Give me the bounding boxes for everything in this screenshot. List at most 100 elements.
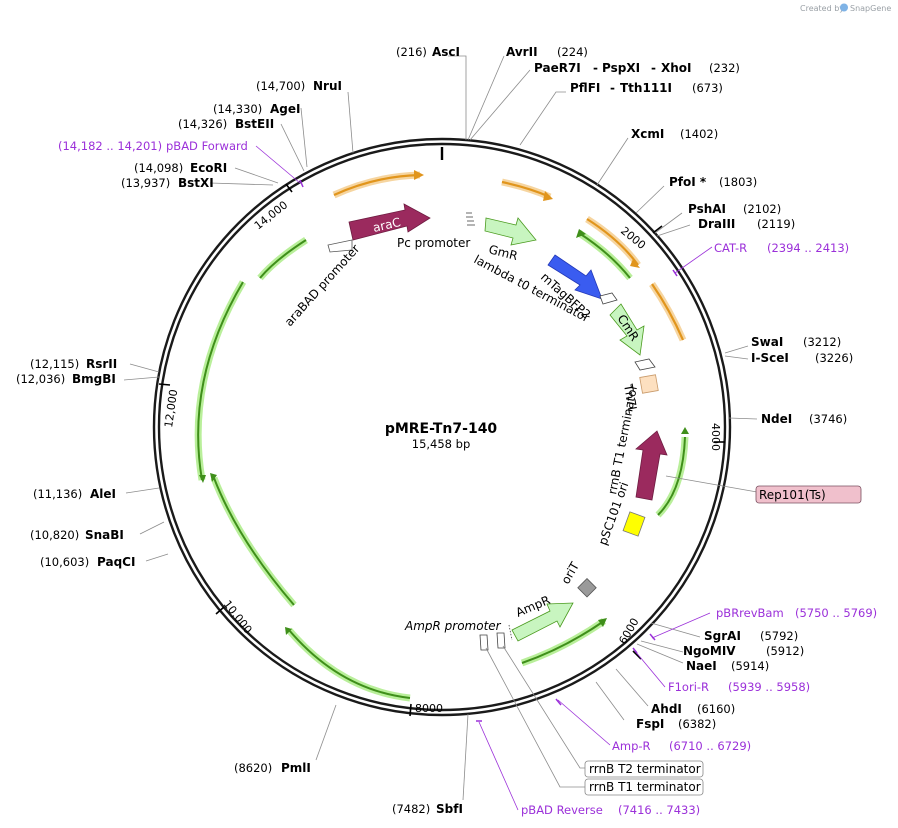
site-draiii-pos: (2119) xyxy=(757,217,795,231)
primer-f1ori-r-name[interactable]: F1ori-R xyxy=(668,680,709,694)
primer-marks xyxy=(299,179,678,722)
backbone-inner-ring xyxy=(157,142,727,712)
site-ascI-pos: (216) xyxy=(396,45,427,59)
rrnb-t2-feature[interactable] xyxy=(496,632,506,649)
site-agei-name[interactable]: AgeI xyxy=(270,102,300,116)
site-sep-3: - xyxy=(610,81,615,95)
site-naei-pos: (5914) xyxy=(731,659,769,673)
site-rsrii-name[interactable]: RsrII xyxy=(86,357,117,371)
gmr-feature[interactable] xyxy=(484,217,537,246)
site-fspi-name[interactable]: FspI xyxy=(636,717,664,731)
orit-feature[interactable] xyxy=(577,577,597,598)
site-swai-pos: (3212) xyxy=(803,335,841,349)
primer-pbad-reverse-name[interactable]: pBAD Reverse xyxy=(521,803,603,817)
rrnb-t2-label-box[interactable] xyxy=(584,760,704,778)
primer-pbad-forward-range: (14,182 .. 14,201) xyxy=(58,139,162,153)
site-pshai-name[interactable]: PshAI xyxy=(688,202,726,216)
mtagbfp2-feature[interactable] xyxy=(547,254,603,300)
rep101-label-box[interactable] xyxy=(755,485,862,504)
arac-label: araC xyxy=(372,215,402,235)
green-arcs xyxy=(194,229,689,702)
plasmid-length: 15,458 bp xyxy=(412,437,471,451)
rrnb-t1-feature[interactable] xyxy=(479,634,489,651)
site-avrII-name[interactable]: AvrII xyxy=(506,45,538,59)
snapgene-logo-icon xyxy=(840,3,848,12)
green-arc-bottom xyxy=(288,629,411,699)
feature-arc-halo xyxy=(332,171,421,199)
site-bstxi-name[interactable]: BstXI xyxy=(178,176,214,190)
arabad-promoter-feature[interactable] xyxy=(327,239,353,253)
site-pfoi-name[interactable]: PfoI * xyxy=(669,175,707,189)
green-arc-amp-arrow xyxy=(598,618,607,627)
site-snabi-name[interactable]: SnaBI xyxy=(85,528,124,542)
rrnb-t1-label-box[interactable] xyxy=(584,778,704,796)
credit-brand: SnapGene xyxy=(850,4,891,13)
site-sgrai-name[interactable]: SgrAI xyxy=(704,629,741,643)
pc-promoter-feature[interactable] xyxy=(466,212,475,226)
cmr-feature[interactable] xyxy=(609,303,645,356)
site-ascI-name[interactable]: AscI xyxy=(432,45,460,59)
site-ndei-pos: (3746) xyxy=(809,412,847,426)
site-alei-name[interactable]: AleI xyxy=(90,487,116,501)
site-swai-name[interactable]: SwaI xyxy=(751,335,783,349)
site-labels: (216) AscI AvrII (224) PaeR7I - PspXI - … xyxy=(16,45,853,816)
tn7l-label: Tn7L xyxy=(621,382,640,415)
site-xcmi-name[interactable]: XcmI xyxy=(631,127,664,141)
tick-label-8000: 8000 xyxy=(415,702,443,715)
site-sbfi-name[interactable]: SbfI xyxy=(436,802,463,816)
site-xcmi-pos: (1402) xyxy=(680,127,718,141)
site-bmgbi-name[interactable]: BmgBI xyxy=(72,372,116,386)
site-pspxi-name[interactable]: PspXI xyxy=(602,61,640,75)
primer-cat-r-range: (2394 .. 2413) xyxy=(767,241,849,255)
site-nrui-name[interactable]: NruI xyxy=(313,79,342,93)
site-paer7i-name[interactable]: PaeR7I xyxy=(534,61,581,75)
primer-pbad-forward-name[interactable]: pBAD Forward xyxy=(166,139,248,153)
site-ecori-name[interactable]: EcoRI xyxy=(190,161,227,175)
green-arc-amp xyxy=(521,620,605,664)
tn7l-feature[interactable] xyxy=(639,374,659,394)
primer-pbrrevbam-name[interactable]: pBRrevBam xyxy=(716,606,784,620)
orange-arc-2-arrow xyxy=(543,191,553,201)
site-pmli-name[interactable]: PmlI xyxy=(281,761,311,775)
site-paqci-name[interactable]: PaqCI xyxy=(97,555,135,569)
primer-cat-r-name[interactable]: CAT-R xyxy=(714,241,747,255)
site-ngomiv-pos: (5912) xyxy=(766,644,804,658)
gmr-label: GmR xyxy=(487,242,519,263)
rep101-feature[interactable] xyxy=(635,430,668,501)
site-naei-name[interactable]: NaeI xyxy=(686,659,717,673)
green-arc-left-high-halo xyxy=(194,280,247,481)
primer-amp-r-name[interactable]: Amp-R xyxy=(612,739,651,753)
primer-pbad-reverse-range: (7416 .. 7433) xyxy=(618,803,700,817)
ampr-feature[interactable] xyxy=(511,602,574,642)
site-sep-2: - xyxy=(651,61,656,75)
green-arc-cat-arrow xyxy=(576,229,586,238)
site-pfoi-pos: (1803) xyxy=(719,175,757,189)
site-ngomiv-name[interactable]: NgoMIV xyxy=(683,644,736,658)
green-arc-left-high-arrow xyxy=(199,475,206,483)
rrnb-t1-outer-label: rrnB T1 terminator xyxy=(589,780,701,794)
orange-arc-4 xyxy=(651,283,685,341)
site-tth111i-name[interactable]: Tth111I xyxy=(620,81,672,95)
tick-8000 xyxy=(409,703,412,717)
orange-arc-1 xyxy=(333,173,421,197)
site-pflfi-name[interactable]: PflFI xyxy=(570,81,600,95)
site-xhoi-name[interactable]: XhoI xyxy=(661,61,692,75)
tick-label-4000: 4000 xyxy=(709,423,722,451)
arac-feature[interactable] xyxy=(348,203,431,241)
ampr-promoter-label: AmpR promoter xyxy=(404,619,502,633)
site-pflfi-pos: (673) xyxy=(692,81,723,95)
site-bsteii-name[interactable]: BstEII xyxy=(235,117,274,131)
site-i-scei-name[interactable]: I-SceI xyxy=(751,351,789,365)
terminator-mark-2 xyxy=(634,358,656,371)
site-ecori-pos: (14,098) xyxy=(134,161,183,175)
site-paer7i-pos: (232) xyxy=(709,61,740,75)
site-draiii-name[interactable]: DraIII xyxy=(698,217,735,231)
rep101-label: Rep101(Ts) xyxy=(759,488,826,502)
site-pshai-pos: (2102) xyxy=(743,202,781,216)
site-sep-1: - xyxy=(593,61,598,75)
site-ahdi-name[interactable]: AhdI xyxy=(651,702,682,716)
site-bsteii-pos: (14,326) xyxy=(178,117,227,131)
psc101-ori-feature[interactable] xyxy=(622,511,646,537)
site-ndei-name[interactable]: NdeI xyxy=(761,412,792,426)
